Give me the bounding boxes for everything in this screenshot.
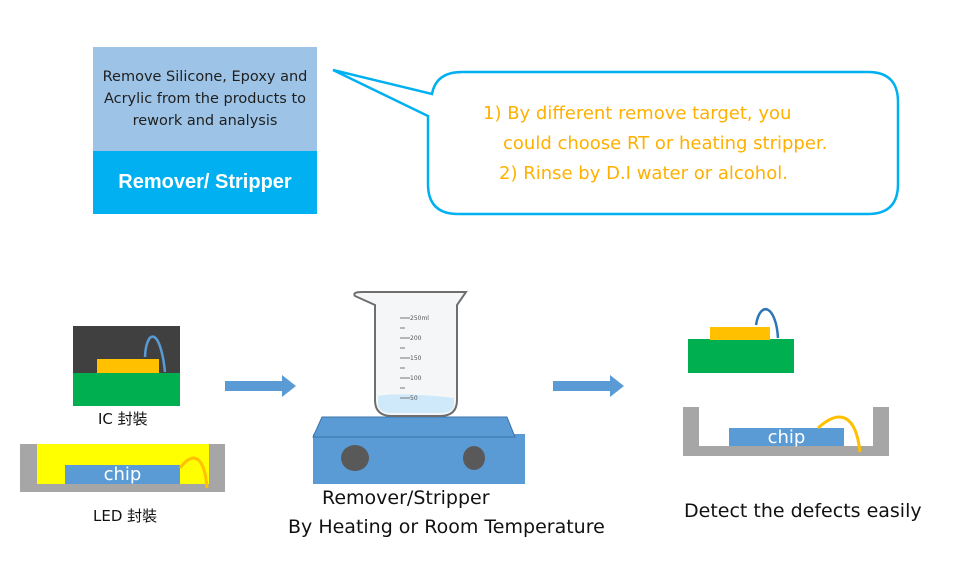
hotplate-knob-left	[341, 445, 369, 471]
beaker-tick-200: 200	[410, 335, 422, 342]
callout-line-1: 1) By different remove target, you	[483, 103, 792, 124]
ic-wire	[143, 335, 167, 373]
result-chip-label: chip	[767, 427, 806, 448]
beaker-tick-150: 150	[410, 355, 422, 362]
title-text: Remover/ Stripper	[118, 171, 292, 193]
led-chip-label: chip	[103, 464, 142, 485]
hotplate-top	[312, 416, 516, 438]
description-box: Remove Silicone, Epoxy and Acrylic from …	[93, 47, 317, 151]
led-chip	[65, 465, 180, 484]
result-wire	[754, 308, 780, 339]
result-led-chip	[729, 428, 844, 446]
callout-bubble	[332, 68, 900, 216]
callout-line-2: could choose RT or heating stripper.	[503, 133, 828, 154]
beaker-tick-250: 250ml	[410, 315, 429, 322]
callout-line-3: 2) Rinse by D.I water or alcohol.	[499, 163, 788, 184]
beaker-tick-50: 50	[410, 395, 418, 402]
ic-package-label: IC 封裝	[98, 410, 148, 428]
beaker-scale	[400, 317, 410, 399]
result-led-cup	[683, 407, 889, 456]
led-package-label: LED 封裝	[93, 507, 158, 525]
led-wire	[178, 456, 209, 489]
process-caption-line-1: Remover/Stripper	[322, 487, 490, 509]
hotplate-knob-right	[463, 446, 485, 470]
result-die	[710, 327, 770, 340]
ic-substrate	[73, 373, 180, 406]
ic-die	[97, 359, 159, 373]
arrow-right-1	[225, 375, 296, 397]
description-text: Remove Silicone, Epoxy and Acrylic from …	[102, 69, 308, 129]
process-caption-line-2: By Heating or Room Temperature	[288, 516, 605, 538]
result-caption: Detect the defects easily	[684, 500, 922, 522]
title-box: Remover/ Stripper	[93, 151, 317, 214]
arrow-right-2	[553, 375, 624, 397]
result-substrate	[688, 339, 794, 373]
beaker-liquid	[378, 394, 454, 413]
beaker-glass	[353, 291, 468, 417]
result-led-wire	[816, 415, 862, 453]
beaker-tick-100: 100	[410, 375, 422, 382]
